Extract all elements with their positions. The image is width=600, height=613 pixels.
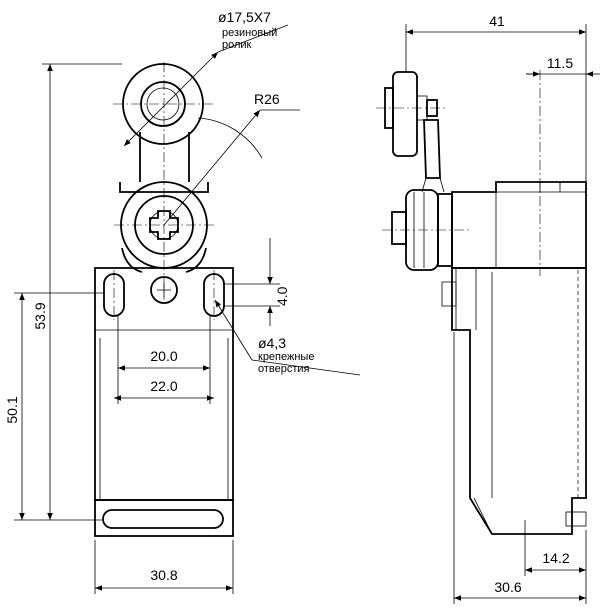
body-depth-label: 30.6 (494, 579, 521, 595)
hole-spacing-dimension: 20.0 (117, 316, 211, 404)
body-height-dimension: 50.1 (4, 292, 104, 521)
roller-note-line1: резиновый (222, 27, 277, 39)
side-total-width-dimension: 41 (405, 13, 587, 182)
mounting-hole-callout: ø4,3 крепежные отверстия (214, 299, 361, 376)
lever-offset-dimension: 11.5 (526, 55, 600, 77)
roller-note-line2: ролик (222, 39, 252, 51)
lever-offset-label: 11.5 (547, 55, 573, 71)
roller-diameter-callout: ø17,5X7 резиновый ролик (123, 9, 289, 147)
bottom-offset-dimension: 14.2 (524, 520, 587, 604)
hole-spacing-label: 20.0 (150, 348, 177, 364)
hole-diameter-label: ø4,3 (258, 335, 286, 351)
side-roller (376, 71, 446, 157)
side-lever (421, 119, 445, 193)
base-plate (94, 499, 234, 537)
body-depth-dimension: 30.6 (453, 332, 586, 604)
lever-radius-callout: R26 (163, 91, 300, 226)
body-height-label: 50.1 (4, 396, 20, 423)
width-label: 30.8 (150, 567, 177, 583)
hole-note-line1: крепежные (258, 351, 314, 363)
hole-note-line2: отверстия (258, 363, 310, 375)
slot-spacing-label: 22.0 (150, 378, 177, 394)
side-total-width-label: 41 (489, 13, 505, 29)
hole-offset-label: 4.0 (274, 286, 290, 306)
side-view: 41 11.5 14.2 30.6 (376, 13, 600, 604)
hole-offset-dimension: 4.0 (224, 238, 290, 326)
side-main-body (441, 267, 587, 535)
total-height-dimension: 53.9 (32, 63, 122, 521)
side-hub (382, 189, 470, 271)
lever-radius-label: R26 (254, 91, 280, 107)
roller (113, 63, 213, 145)
width-dimension: 30.8 (94, 540, 234, 594)
side-head-housing (451, 181, 587, 269)
total-height-label: 53.9 (32, 302, 48, 329)
front-view: ø17,5X7 резиновый ролик R26 4.0 ø4,3 кре… (4, 9, 361, 594)
roller-diameter-label: ø17,5X7 (218, 9, 271, 25)
bottom-offset-label: 14.2 (542, 550, 569, 566)
slot-spacing-dimension: 22.0 (114, 378, 214, 401)
